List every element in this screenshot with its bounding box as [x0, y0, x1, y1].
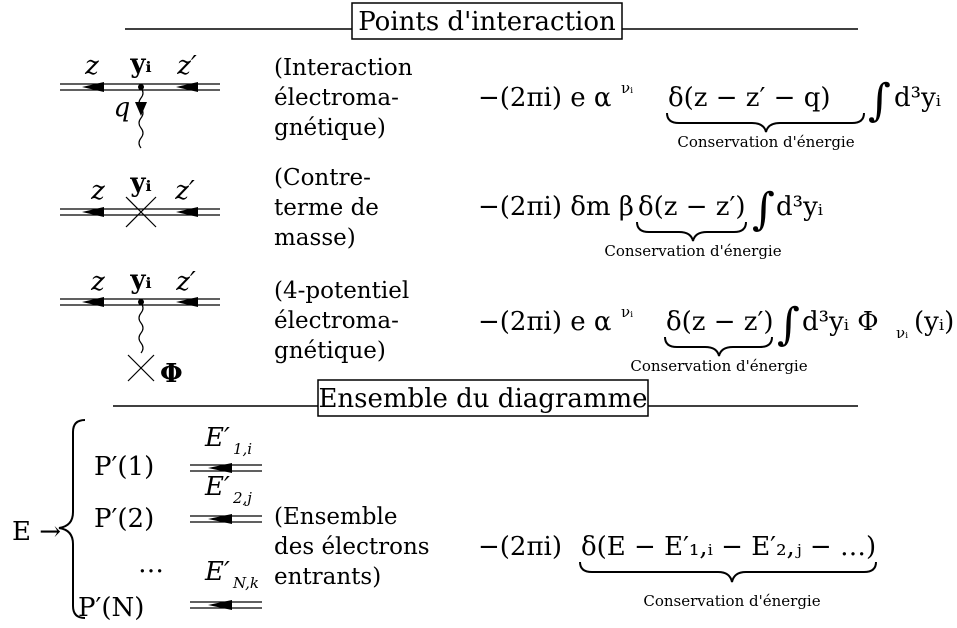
svg-text:électroma-: électroma- [274, 308, 399, 334]
svg-text:1,i: 1,i [233, 440, 252, 458]
svg-text:(yᵢ): (yᵢ) [914, 307, 954, 337]
formula: −(2πi) e α νᵢ δ(z − z′) ∫ d³yᵢ Φ νᵢ (yᵢ)… [478, 299, 954, 375]
formula: −(2πi) δ(E − E′₁,ᵢ − E′₂,ⱼ − …) Conserva… [478, 532, 877, 610]
incoming-electron-n: P′(N) E′ N,k [78, 557, 262, 623]
label-zprime: z′ [175, 267, 196, 297]
svg-text:−(2πi) δm β: −(2πi) δm β [478, 192, 634, 222]
label-vertex: yᵢ [129, 265, 151, 295]
svg-text:P′(N): P′(N) [78, 593, 144, 623]
arrow-icon [82, 82, 104, 92]
label-zprime: z′ [176, 51, 197, 81]
label-q: q [114, 93, 131, 123]
energy-label: E → [12, 517, 61, 547]
description: (Ensemble des électrons entrants) [274, 504, 430, 590]
svg-text:électroma-: électroma- [274, 85, 399, 111]
label-z: z [90, 267, 105, 297]
brace-caption: Conservation d'énergie [604, 242, 781, 260]
photon-arrow-icon [135, 102, 147, 116]
svg-text:E′: E′ [204, 472, 230, 502]
incoming-electron-2: P′(2) E′ 2,j [94, 472, 262, 534]
svg-text:entrants): entrants) [274, 564, 381, 590]
svg-text:δ(z − z′): δ(z − z′) [638, 192, 746, 222]
left-brace [58, 419, 86, 619]
svg-text:d³yᵢ Φ: d³yᵢ Φ [802, 307, 879, 337]
svg-text:δ(E − E′₁,ᵢ − E′₂,ⱼ − …): δ(E − E′₁,ᵢ − E′₂,ⱼ − …) [581, 532, 876, 562]
header-interaction-points: Points d'interaction [125, 2, 858, 40]
header-whole-diagram: Ensemble du diagramme [113, 379, 858, 417]
svg-text:−(2πi) e α: −(2πi) e α [478, 307, 612, 337]
underbrace [636, 221, 747, 242]
arrow-icon [176, 207, 198, 217]
arrow-icon [82, 297, 104, 307]
description: (4-potentiel électroma- gnétique) [274, 278, 409, 364]
svg-text:νᵢ: νᵢ [621, 79, 633, 97]
arrow-icon [208, 514, 232, 524]
row-mass-counterterm: z yᵢ z′ (Contre- terme de masse) −(2πi) … [60, 165, 823, 260]
row-interaction-vertex: z yᵢ z′ q (Interaction électroma- gnétiq… [60, 49, 941, 151]
label-z: z [84, 51, 99, 81]
svg-text:d³yᵢ: d³yᵢ [776, 192, 823, 222]
incoming-electron-1: P′(1) E′ 1,i [94, 423, 262, 482]
label-vertex: yᵢ [129, 168, 151, 198]
svg-text:E′: E′ [204, 423, 230, 453]
svg-text:d³yᵢ: d³yᵢ [894, 83, 941, 113]
svg-text:gnétique): gnétique) [274, 338, 386, 364]
svg-text:∫: ∫ [752, 184, 775, 235]
arrow-icon [208, 600, 232, 610]
svg-text:δ(z − z′ − q): δ(z − z′ − q) [668, 83, 831, 113]
svg-text:P′(1): P′(1) [94, 452, 154, 482]
svg-text:(Ensemble: (Ensemble [274, 504, 398, 530]
vertex-dot [138, 299, 144, 305]
svg-text:δ(z − z′): δ(z − z′) [666, 307, 774, 337]
svg-text:∫: ∫ [868, 75, 891, 126]
brace-caption: Conservation d'énergie [677, 133, 854, 151]
row-ensemble: E → P′(1) E′ 1,i P′(2) E′ 2,j … P′(N) E′… [12, 419, 877, 623]
formula: −(2πi) e α νᵢ δ(z − z′ − q) ∫ d³yᵢ Conse… [478, 75, 941, 151]
arrow-icon [82, 207, 104, 217]
svg-text:∫: ∫ [777, 299, 800, 350]
svg-text:νᵢ: νᵢ [896, 324, 908, 342]
brace-caption: Conservation d'énergie [630, 357, 807, 375]
header-title: Ensemble du diagramme [318, 384, 647, 414]
ellipsis: … [138, 549, 164, 579]
fermion-line [60, 297, 220, 307]
svg-text:E′: E′ [204, 557, 230, 587]
svg-text:N,k: N,k [232, 574, 259, 592]
svg-text:−(2πi): −(2πi) [478, 532, 562, 562]
underbrace [664, 336, 773, 357]
svg-text:gnétique): gnétique) [274, 115, 386, 141]
brace-caption: Conservation d'énergie [643, 592, 820, 610]
formula: −(2πi) δm β δ(z − z′) ∫ d³yᵢ Conservatio… [478, 184, 823, 260]
fermion-line [60, 196, 220, 228]
underbrace [666, 112, 865, 133]
description: (Interaction électroma- gnétique) [274, 55, 413, 141]
svg-text:masse): masse) [274, 225, 356, 251]
svg-text:des électrons: des électrons [274, 534, 430, 560]
header-title: Points d'interaction [358, 7, 616, 37]
photon-line [138, 87, 144, 149]
underbrace [579, 561, 877, 583]
label-phi: Φ [160, 359, 183, 389]
row-external-potential: z yᵢ z′ Φ (4-potentiel électroma- gnétiq… [60, 265, 954, 389]
svg-text:(4-potentiel: (4-potentiel [274, 278, 409, 304]
vertex-dot [138, 84, 144, 90]
photon-line [138, 302, 144, 354]
svg-text:terme de: terme de [274, 195, 379, 221]
label-vertex: yᵢ [129, 49, 151, 79]
svg-text:P′(2): P′(2) [94, 504, 154, 534]
svg-text:(Contre-: (Contre- [274, 165, 371, 191]
label-z: z [90, 176, 105, 206]
arrow-icon [176, 82, 198, 92]
label-zprime: z′ [174, 176, 195, 206]
svg-text:2,j: 2,j [232, 489, 252, 507]
arrow-icon [176, 297, 198, 307]
svg-text:(Interaction: (Interaction [274, 55, 413, 81]
svg-text:νᵢ: νᵢ [621, 303, 633, 321]
description: (Contre- terme de masse) [274, 165, 379, 251]
fermion-line [60, 82, 220, 92]
svg-text:−(2πi) e α: −(2πi) e α [478, 83, 612, 113]
arrow-icon [208, 463, 232, 473]
